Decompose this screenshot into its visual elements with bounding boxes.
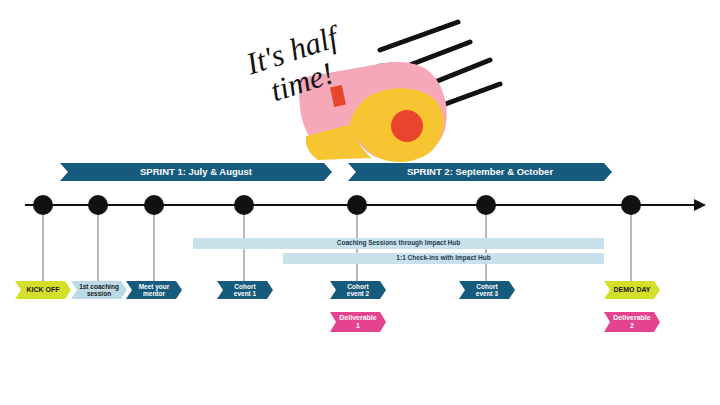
sprint-banner: SPRINT 2: September & October	[348, 163, 612, 181]
period-bar: 1:1 Check-ins with Impact Hub	[283, 253, 604, 264]
deliverable-chevron: Deliverable 2	[604, 312, 660, 332]
milestone-chevron: KICK OFF	[15, 281, 71, 299]
timeline-axis	[25, 195, 706, 281]
sprint-banner: SPRINT 1: July & August	[60, 163, 332, 181]
milestone-chevron: Cohort event 1	[217, 281, 273, 299]
milestone-chevron: DEMO DAY	[604, 281, 660, 299]
node-label: 1:1 Check-ins with Impact Hub	[396, 254, 490, 261]
milestone-chevron: Meet your mentor	[126, 281, 182, 299]
milestone-chevron: Cohort event 3	[459, 281, 515, 299]
node-label: Cohort event 2	[338, 283, 378, 298]
node-label: Cohort event 1	[225, 283, 265, 298]
node-label: Coaching Sessions through Impact Hub	[337, 239, 461, 246]
deliverable-chevron: Deliverable 1	[330, 312, 386, 332]
node-label: Meet your mentor	[134, 283, 174, 298]
node-label: Cohort event 3	[467, 283, 507, 298]
node-label: DEMO DAY	[613, 286, 650, 294]
node-label: Deliverable 1	[338, 314, 378, 330]
node-label: SPRINT 1: July & August	[140, 167, 252, 178]
milestone-chevron: 1st coaching session	[71, 281, 127, 299]
period-bar: Coaching Sessions through Impact Hub	[193, 238, 604, 249]
milestone-chevron: Cohort event 2	[330, 281, 386, 299]
node-label: 1st coaching session	[79, 283, 119, 298]
node-label: Deliverable 2	[612, 314, 652, 330]
node-label: SPRINT 2: September & October	[407, 167, 553, 178]
node-label: KICK OFF	[26, 286, 59, 294]
